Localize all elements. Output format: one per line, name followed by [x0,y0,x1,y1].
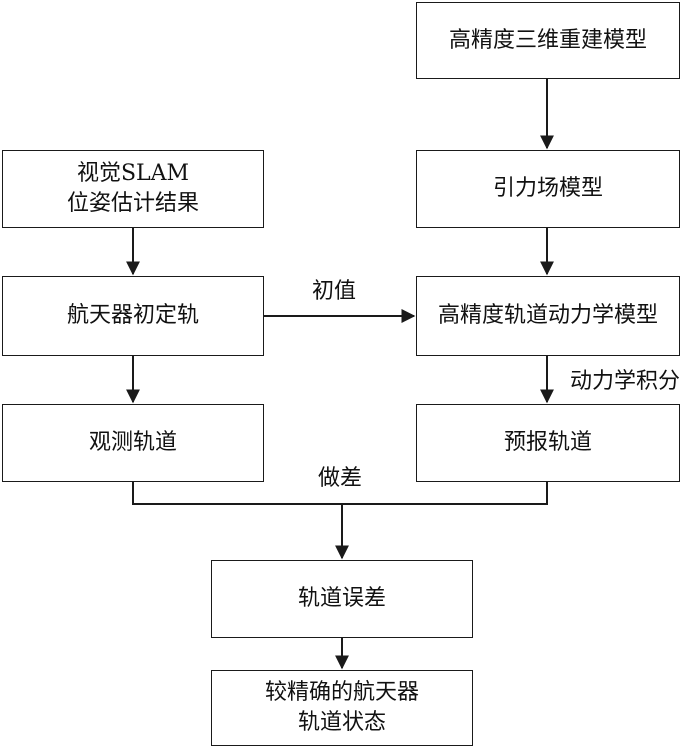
node-spacecraft-initial-orbit: 航天器初定轨 [2,276,264,356]
merge-line [132,482,548,505]
node-label-line2: 位姿估计结果 [66,191,199,216]
node-observed-orbit: 观测轨道 [2,404,264,482]
node-result-orbit-state: 较精确的航天器 轨道状态 [211,670,473,746]
node-label: 预报轨道 [503,430,592,455]
node-label: 航天器初定轨 [66,303,199,328]
edge-label-initial-value: 初值 [312,279,357,304]
node-predicted-orbit: 预报轨道 [416,404,680,482]
node-label: 观测轨道 [88,430,177,455]
edge-label-difference: 做差 [318,466,363,491]
node-gravity-field-model: 引力场模型 [416,150,680,228]
node-label-line2: 轨道状态 [297,710,386,735]
node-label: 引力场模型 [492,176,603,201]
node-visual-slam: 视觉SLAM 位姿估计结果 [2,150,264,228]
node-orbit-dynamics-model: 高精度轨道动力学模型 [416,276,680,356]
edge-label-dynamics-integration: 动力学积分 [570,369,681,394]
node-label: 轨道误差 [297,586,386,611]
node-label-line1: 视觉SLAM [76,161,190,186]
node-orbit-error: 轨道误差 [211,560,473,638]
node-label: 高精度三维重建模型 [448,27,647,53]
node-high-precision-3d-model: 高精度三维重建模型 [416,2,680,79]
node-label-line1: 较精确的航天器 [264,680,419,705]
node-label: 高精度轨道动力学模型 [437,303,658,328]
